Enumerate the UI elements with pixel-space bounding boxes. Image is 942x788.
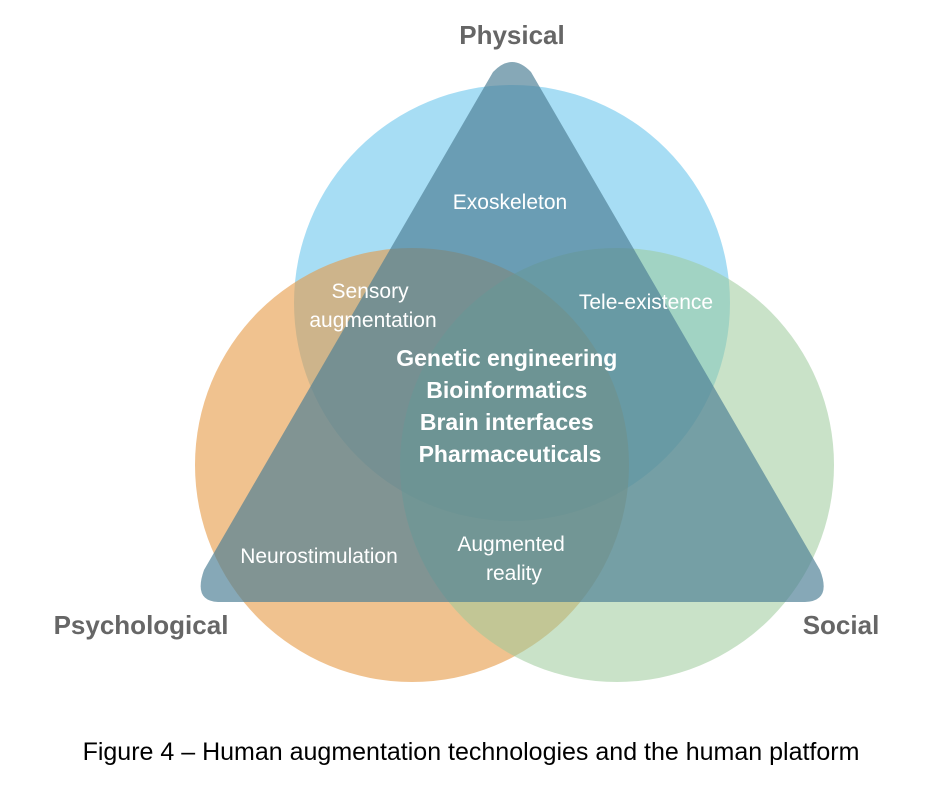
region-label-line: Augmented (457, 533, 564, 556)
region-label-line: reality (486, 562, 543, 585)
center-label-genetic-engineering: Genetic engineering (396, 345, 617, 371)
region-label-line: augmentation (309, 309, 436, 332)
platform-triangle (200, 62, 824, 602)
center-labels: Genetic engineering Bioinformatics Brain… (396, 345, 624, 467)
region-label-tele-existence: Tele-existence (579, 291, 713, 314)
center-label-bioinformatics: Bioinformatics (426, 377, 587, 403)
region-label-sensory-augmentation: Sensory augmentation (309, 280, 436, 332)
region-label-augmented-reality: Augmented reality (457, 533, 570, 585)
center-label-pharmaceuticals: Pharmaceuticals (419, 441, 602, 467)
center-label-brain-interfaces: Brain interfaces (420, 409, 594, 435)
vertex-label-physical: Physical (459, 20, 565, 50)
vertex-label-social: Social (803, 610, 880, 640)
vertex-label-psychological: Psychological (54, 610, 229, 640)
figure-caption: Figure 4 – Human augmentation technologi… (82, 738, 860, 766)
region-label-exoskeleton: Exoskeleton (453, 191, 567, 214)
region-label-neurostimulation: Neurostimulation (240, 545, 398, 568)
region-label-line: Sensory (332, 280, 410, 303)
